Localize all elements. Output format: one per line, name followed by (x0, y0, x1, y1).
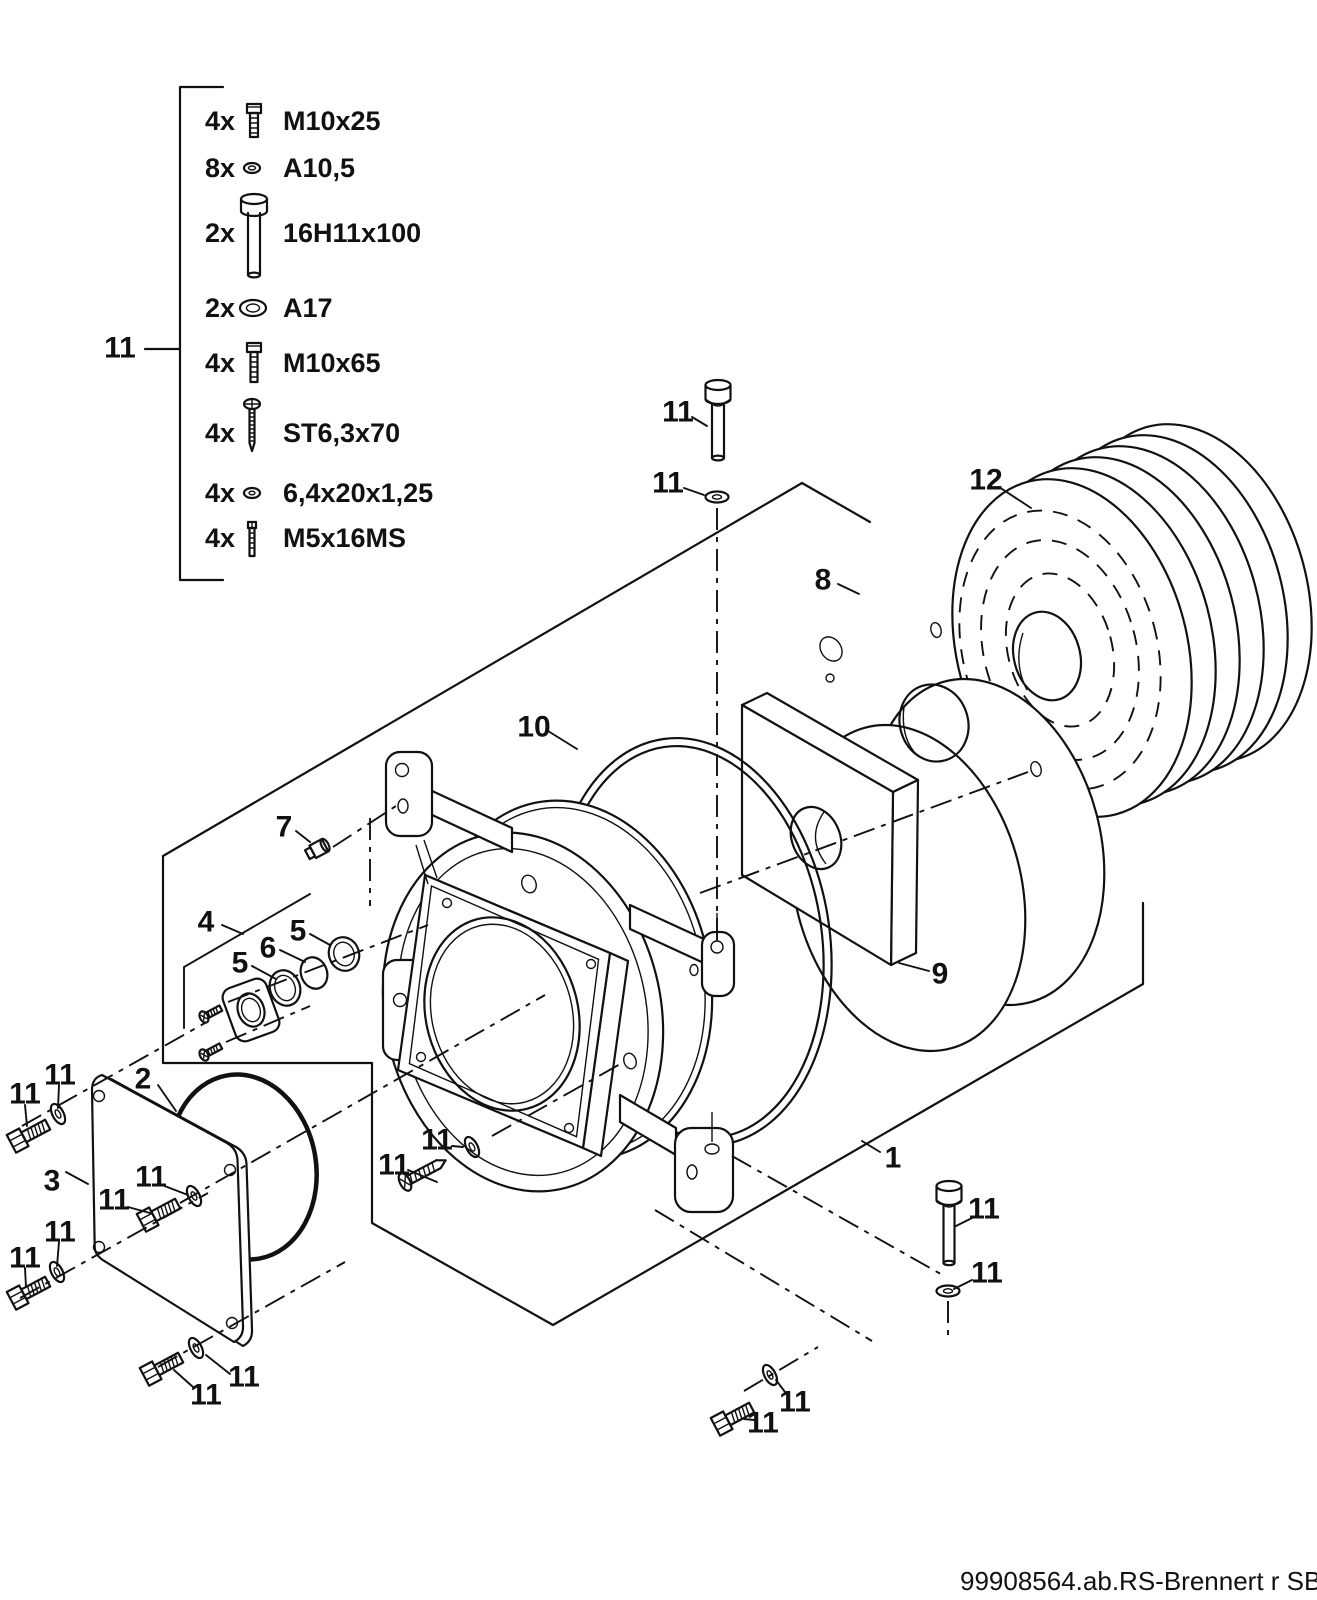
parts-list-group-label: 11 (104, 332, 136, 365)
washer-part-5-right (327, 936, 361, 972)
part-qty: 4x (205, 478, 235, 508)
callout-label-11: 11 (378, 1149, 410, 1182)
callout-label-6: 6 (260, 932, 277, 965)
part-spec: M10x25 (283, 106, 381, 136)
callout-label-10: 10 (517, 711, 550, 744)
part-qty: 2x (205, 218, 235, 248)
document-reference: 99908564.ab.RS-Brennert r SB615/SB615U (960, 1566, 1317, 1596)
part-qty: 8x (205, 153, 235, 183)
part-qty: 2x (205, 293, 235, 323)
callout-label-11: 11 (228, 1361, 260, 1394)
part-qty: 4x (205, 523, 235, 553)
plug-part-7 (303, 837, 331, 861)
callout-label-1: 1 (885, 1142, 902, 1175)
callout-label-8: 8 (815, 564, 832, 597)
callout-label-11: 11 (135, 1161, 167, 1194)
bolt-top (704, 378, 732, 504)
callout-label-7: 7 (276, 811, 293, 844)
bracket-top-left (384, 750, 514, 885)
callout-label-11: 11 (747, 1407, 779, 1440)
flange-square-plate (396, 873, 630, 1158)
centerlines (19, 508, 1029, 1392)
washer-part-5-left (268, 969, 302, 1007)
callout-label-11: 11 (9, 1078, 41, 1111)
plate-part-3 (90, 1073, 254, 1348)
part-spec: M10x65 (283, 348, 381, 378)
disc-part-6 (299, 956, 329, 990)
callout-label-11: 11 (44, 1059, 76, 1092)
mounting-plane (161, 481, 1145, 1327)
bolt-right (935, 1179, 963, 1298)
part-qty: 4x (205, 418, 235, 448)
callout-label-11: 11 (652, 467, 684, 500)
part-qty: 4x (205, 348, 235, 378)
callout-label-5: 5 (232, 947, 249, 980)
callout-label-2: 2 (135, 1063, 152, 1096)
part-spec: A10,5 (283, 153, 355, 183)
part-spec: ST6,3x70 (283, 418, 400, 448)
leader-lines (24, 416, 1032, 1421)
callout-label-11: 11 (662, 396, 694, 429)
callout-label-3: 3 (44, 1165, 61, 1198)
part-spec: 6,4x20x1,25 (283, 478, 433, 508)
callout-label-11: 11 (9, 1242, 41, 1275)
bracket-lower-right (618, 1093, 735, 1214)
bracket-upper-right (628, 903, 736, 998)
callout-label-11: 11 (44, 1216, 76, 1249)
part-spec: M5x16MS (283, 523, 406, 553)
callout-label-5: 5 (290, 915, 307, 948)
callout-label-4: 4 (198, 906, 215, 939)
part-spec: A17 (283, 293, 333, 323)
callout-label-11: 11 (779, 1386, 811, 1419)
callout-label-11: 11 (190, 1379, 222, 1412)
callout-label-9: 9 (932, 958, 949, 991)
callout-label-11: 11 (98, 1184, 130, 1217)
part-spec: 16H11x100 (283, 218, 421, 248)
callout-label-12: 12 (969, 464, 1002, 497)
callout-label-11: 11 (971, 1257, 1003, 1290)
gasket-plate-part-9 (740, 691, 920, 967)
callout-label-11: 11 (968, 1193, 1000, 1226)
callout-label-11: 11 (421, 1124, 453, 1157)
part-qty: 4x (205, 106, 235, 136)
